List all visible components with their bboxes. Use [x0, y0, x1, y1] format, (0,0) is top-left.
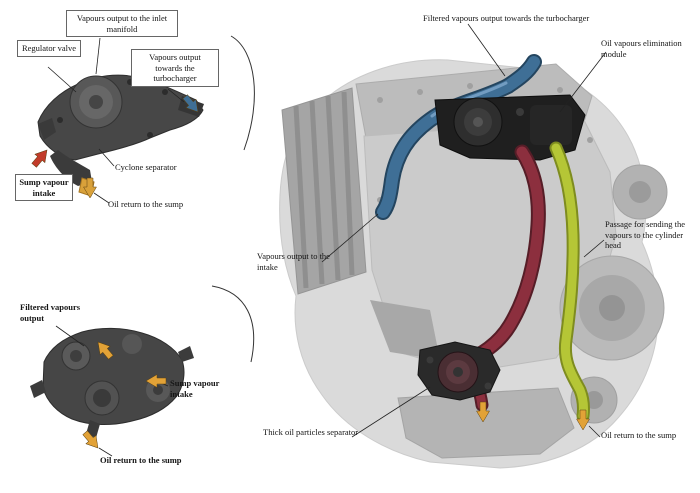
label-thick-oil-separator: Thick oil particles separator: [263, 427, 359, 437]
label-cylinder-head-passage: Passage for sending the vapours to the c…: [605, 219, 686, 251]
label-oil-return-bottom: Oil return to the sump: [100, 455, 182, 465]
label-elimination-module: Oil vapours elimination module: [601, 38, 682, 59]
detail-top-lower-arm: [50, 150, 92, 186]
detail-bottom-boss-1-hub: [70, 350, 82, 362]
oil-vapours-elimination-module: [434, 94, 586, 161]
detail-bottom-boss-2: [122, 334, 142, 354]
engine-lower-patch: [370, 300, 440, 360]
label-inlet-manifold-output: Vapours output to the inlet manifold: [66, 10, 178, 38]
connector-arc-bottom: [211, 285, 255, 363]
label-turbo-output-top: Vapours output towards the turbocharger: [131, 49, 219, 87]
label-oil-return-top: Oil return to the sump: [108, 199, 184, 209]
oil-pan: [397, 387, 575, 459]
detail-bottom-part: [30, 327, 194, 438]
label-sump-vapour-intake-bottom: Sump vapour intake: [170, 378, 220, 399]
label-cyclone-separator: Cyclone separator: [115, 162, 177, 172]
manifold-ribs: [293, 91, 355, 289]
pulley-large-hub: [599, 295, 625, 321]
label-filtered-vapours-turbocharger: Filtered vapours output towards the turb…: [423, 13, 590, 23]
label-oil-return-engine: Oil return to the sump: [601, 430, 677, 440]
thick-oil-particles-separator: [417, 341, 501, 401]
arrow-sump-intake-top: [28, 145, 53, 170]
detail-top-lug: [38, 118, 56, 140]
detail-bottom-ear-left: [30, 380, 46, 398]
detail-bottom-boss-3-hub: [153, 385, 163, 395]
detail-bottom-boss-4-hub: [93, 389, 111, 407]
label-filtered-vapours-output: Filtered vapours output: [20, 302, 81, 323]
detail-bottom-ear-right: [178, 346, 194, 362]
label-vapours-output-intake: Vapours output to the intake: [257, 251, 330, 272]
label-sump-vapour-intake-top: Sump vapour intake: [15, 174, 73, 202]
detail-top-part: [37, 74, 204, 197]
label-regulator-valve: Regulator valve: [17, 40, 81, 57]
leader-lines: [47, 23, 607, 457]
green-hose: [549, 141, 591, 423]
connector-arc-top: [230, 35, 255, 151]
regulator-valve-cap: [89, 95, 103, 109]
pulley-upper-hub: [629, 181, 651, 203]
